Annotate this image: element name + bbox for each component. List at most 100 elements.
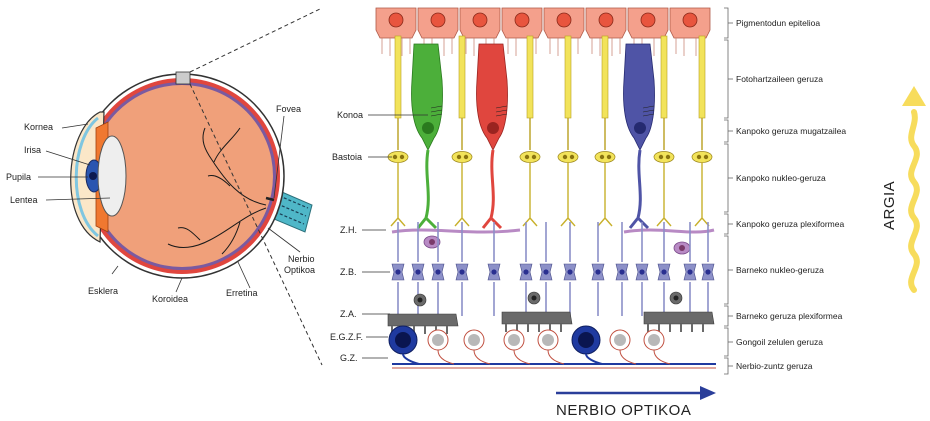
nerve-direction-arrow bbox=[556, 386, 716, 400]
ganglion-cells bbox=[388, 325, 716, 369]
layer-bracket bbox=[724, 235, 729, 305]
rod-outer-segment bbox=[698, 35, 706, 119]
rod-nucleus bbox=[569, 154, 575, 160]
cone-membranes bbox=[642, 105, 655, 117]
bipolar-nucleus bbox=[395, 269, 401, 275]
cone-axon bbox=[481, 149, 503, 230]
label-nerbio: Nerbio bbox=[288, 254, 315, 264]
ganglion-nucleus bbox=[542, 334, 554, 346]
rod-body bbox=[557, 151, 579, 163]
label-lentea: Lentea bbox=[10, 195, 38, 205]
rod-nucleus bbox=[696, 154, 702, 160]
label-pupila: Pupila bbox=[6, 172, 31, 182]
retina-leader-lines bbox=[362, 114, 428, 359]
label-bastoia: Bastoia bbox=[332, 152, 362, 162]
label-kornea: Kornea bbox=[24, 122, 53, 132]
layer-label: Pigmentodun epitelioa bbox=[736, 18, 820, 28]
pigment-villi bbox=[549, 38, 579, 56]
eye-leader-lines bbox=[38, 115, 301, 293]
ganglion-nucleus bbox=[432, 334, 444, 346]
pigment-nucleus bbox=[598, 12, 614, 28]
pigment-villi bbox=[675, 38, 705, 56]
vitreous-body bbox=[91, 85, 273, 267]
rod-outer-segment bbox=[394, 35, 402, 119]
lens bbox=[97, 135, 127, 217]
layer-label: Gongoil zelulen geruza bbox=[736, 337, 823, 347]
bipolar-nucleus bbox=[415, 269, 421, 275]
pupil bbox=[89, 172, 97, 180]
layer-label: Kanpoko geruza mugatzailea bbox=[736, 126, 846, 136]
bipolar-nucleus bbox=[639, 269, 645, 275]
layer-label: Barneko geruza plexiformea bbox=[736, 311, 843, 321]
rod-nucleus bbox=[562, 154, 568, 160]
bipolar-nucleus bbox=[543, 269, 549, 275]
cone-nucleus bbox=[487, 122, 499, 134]
rod-axon bbox=[560, 162, 576, 227]
layer-label: Barneko nukleo-geruza bbox=[736, 265, 824, 275]
cone-membranes bbox=[430, 105, 443, 117]
rod-outer-segment bbox=[564, 35, 572, 119]
layer-bracket bbox=[724, 327, 729, 357]
rod-body bbox=[691, 151, 713, 163]
rod-outer-segment bbox=[660, 35, 668, 119]
cone-nucleus bbox=[422, 122, 434, 134]
label-gz: G.Z. bbox=[340, 353, 358, 363]
retina-sample-box bbox=[175, 71, 191, 85]
ganglion-axon bbox=[653, 349, 671, 365]
label-optikoa: Optikoa bbox=[284, 265, 315, 275]
label-irisa: Irisa bbox=[24, 145, 41, 155]
rod-nucleus bbox=[658, 154, 664, 160]
retina-layers bbox=[375, 7, 716, 369]
label-zb: Z.B. bbox=[340, 267, 357, 277]
bipolar-nucleus bbox=[619, 269, 625, 275]
horizontal-dendrite bbox=[391, 228, 521, 234]
ganglion-nucleus bbox=[468, 334, 480, 346]
ganglion-axon bbox=[473, 349, 491, 365]
pigment-villi bbox=[381, 38, 411, 56]
layer-label: Fotohartzaileen geruza bbox=[736, 74, 823, 84]
layer-bracket bbox=[724, 305, 729, 327]
amacrine-cells bbox=[387, 291, 715, 334]
amacrine-process bbox=[387, 313, 459, 327]
rod-body bbox=[519, 151, 541, 163]
fovea-pit bbox=[265, 196, 275, 202]
horizontal-nucleus bbox=[679, 245, 685, 251]
cornea-surface bbox=[74, 116, 99, 238]
layer-label: Nerbio-zuntz geruza bbox=[736, 361, 813, 371]
ganglion-axon bbox=[619, 349, 637, 365]
rod-nucleus bbox=[665, 154, 671, 160]
bipolar-nucleus bbox=[705, 269, 711, 275]
ganglion-nucleus bbox=[648, 334, 660, 346]
amacrine-process bbox=[501, 311, 573, 325]
layer-brackets bbox=[724, 7, 733, 375]
bipolar-nucleus bbox=[459, 269, 465, 275]
amacrine-nucleus bbox=[417, 297, 423, 303]
ganglion-nucleus bbox=[614, 334, 626, 346]
layer-bracket bbox=[724, 357, 729, 375]
rod-axon bbox=[522, 162, 538, 227]
label-zh: Z.H. bbox=[340, 225, 357, 235]
cone-axon bbox=[628, 149, 650, 230]
rod-axon bbox=[597, 162, 613, 227]
label-nerbio-optikoa: NERBIO OPTIKOA bbox=[556, 402, 691, 419]
eye-cross-section bbox=[70, 71, 313, 279]
label-argia: ARGIA bbox=[881, 181, 898, 230]
ganglion-nucleus bbox=[508, 334, 520, 346]
ganglion-nucleus bbox=[578, 332, 594, 348]
layer-bracket bbox=[724, 39, 729, 119]
rod-nucleus bbox=[392, 154, 398, 160]
cone-membranes bbox=[495, 105, 508, 117]
retinal-vessels bbox=[167, 127, 267, 255]
bipolar-nucleus bbox=[687, 269, 693, 275]
rod-outer-segment bbox=[526, 35, 534, 119]
rod-nucleus bbox=[606, 154, 612, 160]
amacrine-process bbox=[643, 311, 715, 325]
rod-outer-segment bbox=[601, 35, 609, 119]
bipolar-nucleus bbox=[435, 269, 441, 275]
ganglion-axon bbox=[437, 349, 455, 365]
pigment-nucleus bbox=[430, 12, 446, 28]
ganglion-axon bbox=[547, 349, 565, 365]
bipolar-nucleus bbox=[567, 269, 573, 275]
